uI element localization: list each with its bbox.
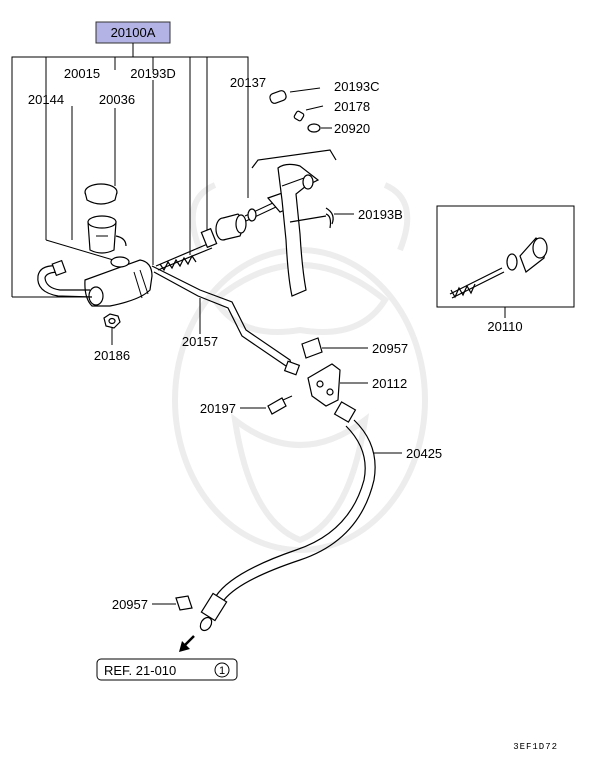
label-20197[interactable]: 20197 bbox=[200, 401, 236, 416]
label-20015[interactable]: 20015 bbox=[64, 66, 100, 81]
reference-box[interactable]: REF. 21-010 1 bbox=[96, 658, 238, 681]
repair-kit-box bbox=[436, 205, 575, 318]
reference-circle bbox=[214, 662, 230, 678]
label-20957-lower[interactable]: 20957 bbox=[112, 597, 148, 612]
clutch-pipe bbox=[151, 265, 301, 376]
master-cylinder bbox=[84, 256, 153, 307]
label-20112[interactable]: 20112 bbox=[372, 376, 407, 391]
pedal bbox=[251, 149, 337, 297]
clip-20957-lower bbox=[152, 595, 193, 611]
push-rod-spring bbox=[155, 227, 218, 272]
boot bbox=[215, 213, 247, 241]
label-20110[interactable]: 20110 bbox=[487, 319, 522, 334]
assembly-bracket bbox=[11, 21, 249, 298]
label-20036[interactable]: 20036 bbox=[99, 92, 135, 107]
label-20425[interactable]: 20425 bbox=[406, 446, 442, 461]
reservoir-hose bbox=[37, 259, 93, 298]
nut-20186 bbox=[103, 313, 121, 345]
label-20193c[interactable]: 20193C bbox=[334, 79, 380, 94]
reference-text: REF. 21-010 bbox=[104, 663, 176, 678]
ring-20920 bbox=[307, 123, 332, 133]
label-20100a[interactable]: 20100A bbox=[111, 25, 156, 40]
reservoir bbox=[87, 215, 127, 254]
reference-number: 1 bbox=[219, 665, 225, 677]
bolt-20197 bbox=[240, 395, 293, 415]
label-20144[interactable]: 20144 bbox=[28, 92, 64, 107]
figure-code: 3EF1D72 bbox=[513, 742, 558, 752]
label-20137[interactable]: 20137 bbox=[230, 75, 266, 90]
label-20157[interactable]: 20157 bbox=[182, 334, 218, 349]
label-20186[interactable]: 20186 bbox=[94, 348, 130, 363]
clip-20178 bbox=[293, 105, 324, 122]
clip-20193b bbox=[325, 207, 354, 229]
label-20193b[interactable]: 20193B bbox=[358, 207, 403, 222]
label-20193d[interactable]: 20193D bbox=[130, 66, 176, 81]
pin-20193c bbox=[269, 87, 321, 104]
clutch-hose bbox=[199, 401, 402, 632]
arrow-icon bbox=[179, 635, 195, 652]
label-20957-upper[interactable]: 20957 bbox=[372, 341, 408, 356]
label-20920[interactable]: 20920 bbox=[334, 121, 370, 136]
reservoir-cap bbox=[84, 183, 118, 205]
bracket-20112 bbox=[307, 363, 368, 407]
clip-20957-upper bbox=[301, 337, 368, 359]
label-20178[interactable]: 20178 bbox=[334, 99, 370, 114]
